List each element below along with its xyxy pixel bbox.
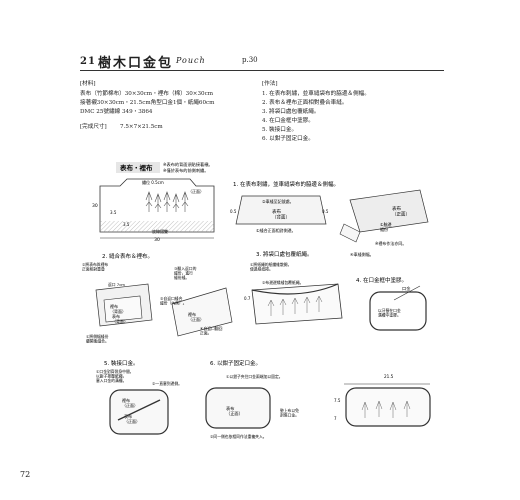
step3-dim: 0.7 [244, 296, 251, 301]
fold-hatch [100, 221, 214, 232]
materials-line: 接著襯30×30cm・21.5cm角型口金1個・紙繩60cm [80, 100, 215, 106]
step6-note: ①以鉗子夾住口金兩端加以固定。 [226, 374, 283, 379]
method-step: 3. 將袋口處包覆紙繩。 [262, 109, 320, 115]
side-dim: 3.5 [123, 222, 130, 227]
step2-label: 表布（背面） [112, 313, 128, 324]
step2-note: ①將側幅縫份攤開後縫合。 [86, 334, 109, 344]
step3-paper-cord [251, 283, 339, 295]
step3-note: ②布邊邊緣縫包覆紙繩。 [262, 280, 303, 285]
method-step: 2. 表布＆裡布正面相對疊合車縫。 [262, 100, 348, 106]
method-step: 5. 裝接口金。 [262, 127, 298, 133]
step6-diagram: 6. 以鉗子固定口金。 ①以鉗子夾住口金兩端加以固定。 表布（正面） 墊上布以免… [205, 359, 299, 439]
step2-note: ④自返口翻回正面。 [200, 326, 223, 336]
step5-label: 裡布（正面） [122, 397, 138, 408]
step1-note: ④車縫側幅。 [350, 251, 374, 257]
method-step: 1. 在表布刺繡，並車縫袋布的脇邊＆側幅。 [262, 91, 370, 97]
embroidery-label: 繡位 0.5cm [142, 179, 164, 185]
step1-diagram: 1. 在表布刺繡，並車縫袋布的脇邊＆側幅。 ②車縫至記號處。 表布（背面） 0.… [230, 180, 429, 257]
fold-label: 底線摺雙 [152, 228, 168, 234]
step6-note: 墊上布以免刮傷口金。 [280, 408, 299, 418]
step4-diagram: 4. 在口金框中塗膠。 口金 以牙籤在口金溝槽中塗膠。 [356, 276, 427, 331]
step2-turned-bag [171, 287, 233, 337]
tree-embroidery [145, 191, 189, 212]
step1-note: ②車縫至記號處。 [262, 198, 294, 204]
step5-diagram: 5. 裝接口金。 ①口金對齊袋身中間，以鉗子按壓紙繩，塞入口金的溝槽。 ②一直塞… [96, 359, 182, 435]
tree-embroidery [361, 400, 411, 418]
step1-note: ①縫合正面相對側邊。 [256, 227, 296, 233]
step4-note: 以牙籤在口金溝槽中塗膠。 [378, 308, 401, 318]
pattern-note: ※表布的背面須貼接著襯。 [163, 161, 213, 168]
finished-width-dim: 21.5 [384, 374, 394, 379]
method-step: 4. 在口金框中塗膠。 [262, 118, 314, 124]
step2-outer-bag [103, 295, 143, 323]
step1-label: 表布（正面） [392, 205, 410, 217]
finished-diagram: 21.5 7.5 7 [334, 374, 431, 427]
materials-line: 表布（竹節棉布）30×30cm・裡布（棉）30×30cm [80, 91, 214, 97]
size-value: 7.5×7×21.5cm [120, 124, 163, 130]
step1-gusset [339, 223, 361, 243]
side-dim: 3.5 [110, 210, 117, 215]
step6-title: 6. 以鉗子固定口金。 [210, 359, 261, 367]
step3-title: 3. 將袋口處包覆紙繩。 [256, 250, 313, 258]
english-subtitle: Pouch [176, 56, 206, 65]
step3-diagram: 3. 將袋口處包覆紙繩。 ①將紙繩的紙纖維散開，使邊緣扭捲。 ②布邊邊緣縫包覆紙… [244, 250, 343, 325]
step6-bag [205, 387, 271, 429]
header-rule [80, 70, 444, 71]
height-dim: 30 [92, 203, 98, 209]
step2-dim: 返口 7cm [108, 282, 125, 287]
step6-note: ②同一側也依相同作法重複夾入。 [210, 434, 267, 439]
finished-height-dim: 7.5 [334, 398, 341, 403]
step1-bag-wrong-side [235, 195, 327, 225]
page-number: 72 [20, 470, 31, 479]
materials-line: DMC 25號繡線 349・3864 [80, 109, 153, 115]
step2-label: 裡布（正面） [188, 311, 204, 322]
step5-title: 5. 裝接口金。 [104, 359, 139, 367]
step4-label: 口金 [402, 285, 411, 291]
pattern-note: ※僅於表布的前側刺繡。 [163, 167, 208, 174]
step6-label: 表布（正面） [226, 405, 243, 417]
materials-heading: [材料] [80, 81, 96, 87]
step2-title: 2. 縫合表布＆裡布。 [102, 252, 153, 260]
pattern-piece-diagram: 表布・裡布 ※表布的背面須貼接著襯。 ※僅於表布的前側刺繡。 繡位 0.5cm … [92, 161, 215, 243]
step2-note: ②將表布與裡布正面相對重疊 [82, 262, 108, 272]
step2-note: ⑤自返口縫合縫份（內側）。 [160, 296, 187, 306]
finished-depth-dim: 7 [334, 416, 337, 421]
step4-clasp [369, 291, 427, 331]
step4-title: 4. 在口金框中塗膠。 [356, 276, 407, 284]
method-step: 6. 以鉗子固定口金。 [262, 136, 314, 142]
step1-label: 表布（背面） [272, 208, 290, 220]
step5-bag [109, 389, 169, 435]
step1-bag-right-side [349, 189, 429, 233]
step3-bag [251, 283, 343, 325]
step1-note: ①脇邊縫份 [380, 221, 392, 232]
method-heading: [作法] [262, 81, 278, 87]
step2-diagram: 2. 縫合表布＆裡布。 ②將表布與裡布正面相對重疊 返口 7cm 裡布（背面） … [82, 252, 233, 344]
center-label: （正面） [188, 189, 204, 194]
step1-dim: 0.5 [230, 209, 237, 214]
page-title: 樹木口金包 [98, 56, 174, 71]
step3-note: ①將紙繩的紙纖維散開，使邊緣扭捲。 [250, 262, 291, 272]
pattern-title: 表布・裡布 [119, 163, 153, 172]
step1-note: ※裡布作法亦同。 [375, 240, 406, 246]
width-dim: 30 [154, 237, 160, 243]
step2-label: 裡布（背面） [110, 303, 126, 314]
step2-note: ③翻入返口的縫份，進行縫份縫。 [174, 266, 197, 280]
step1-dim: 0.5 [322, 209, 329, 214]
pattern-number: 21 [80, 56, 96, 67]
page-reference: p.30 [242, 56, 258, 64]
step1-title: 1. 在表布刺繡，並車縫袋布的脇邊＆側幅。 [233, 180, 339, 188]
step4-toothpick [393, 285, 421, 301]
finished-pouch [345, 387, 431, 427]
size-heading: [完成尺寸] [80, 124, 107, 130]
step5-pliers [117, 399, 161, 421]
tree-embroidery [267, 295, 323, 316]
step5-note: ②一直塞到邊側。 [152, 381, 182, 386]
pattern-title-badge [116, 162, 160, 173]
step5-note: ①口金對齊袋身中間，以鉗子按壓紙繩，塞入口金的溝槽。 [96, 369, 134, 383]
